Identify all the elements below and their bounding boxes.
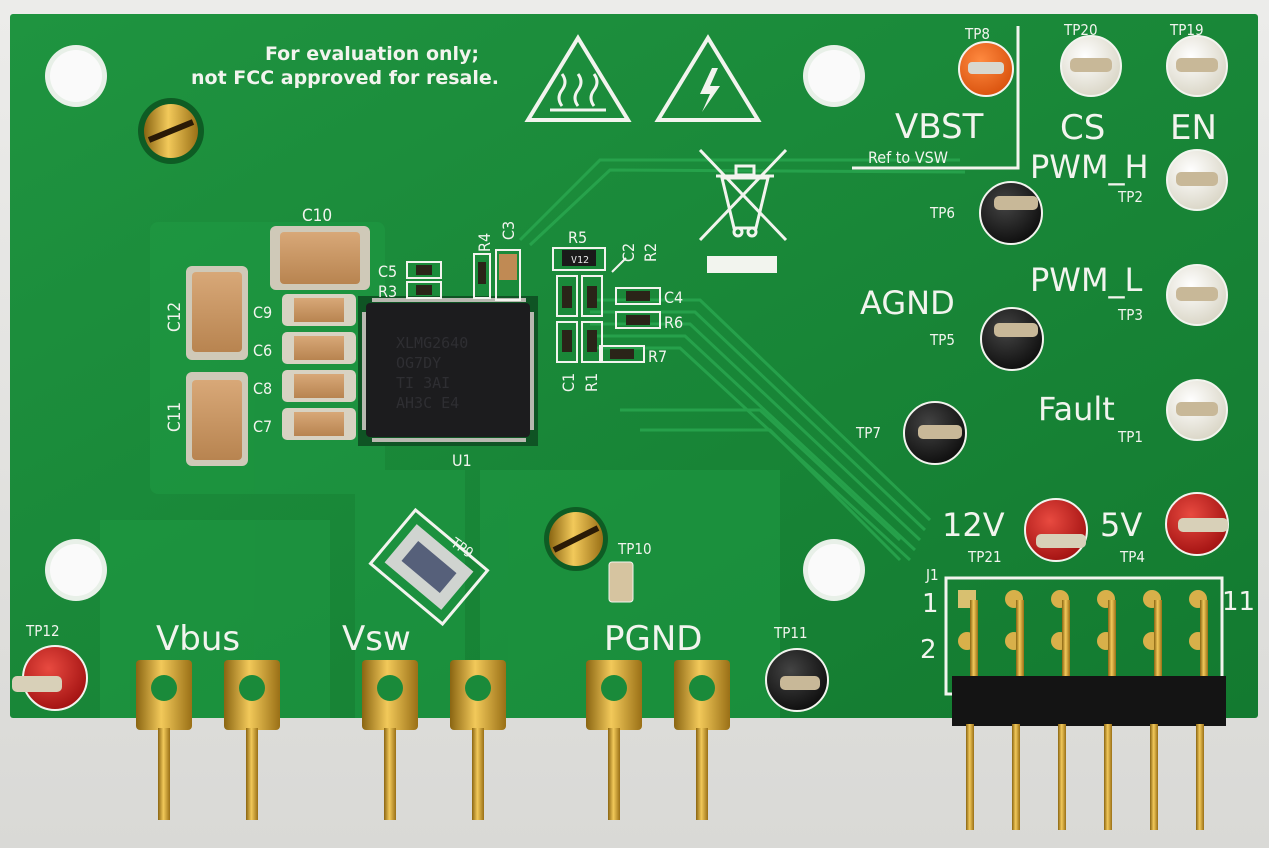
hot-surface-warning-icon xyxy=(524,34,632,122)
label-c2: C2 xyxy=(619,243,638,262)
label-c1: C1 xyxy=(559,373,578,392)
label-c6: C6 xyxy=(253,341,272,360)
capacitor-c6 xyxy=(282,332,356,364)
testpoint-tp5 xyxy=(980,307,1044,371)
capacitor-c9 xyxy=(282,294,356,326)
label-c8: C8 xyxy=(253,379,272,398)
mounting-holes xyxy=(45,45,865,601)
testpoint-tp1 xyxy=(1166,379,1228,441)
chip-marking-line-4: AH3C E4 xyxy=(396,394,459,412)
weee-bar xyxy=(707,256,777,273)
label-pwm-h: PWM_H xyxy=(1030,148,1149,186)
label-fault: Fault xyxy=(1038,390,1115,428)
label-c7: C7 xyxy=(253,417,272,436)
chip-marking-line-2: OG7DY xyxy=(396,354,441,372)
capacitor-c10 xyxy=(270,226,370,290)
label-cs: CS xyxy=(1060,108,1105,148)
label-c12: C12 xyxy=(165,302,185,332)
label-tp8: TP8 xyxy=(964,25,990,43)
label-vbst-ref: Ref to VSW xyxy=(868,148,948,167)
label-j1-pin1: 1 xyxy=(922,589,939,619)
label-tp21: TP21 xyxy=(967,548,1002,566)
label-c4: C4 xyxy=(664,288,683,307)
label-r7: R7 xyxy=(648,347,667,366)
label-vbus: Vbus xyxy=(156,619,240,659)
label-tp10: TP10 xyxy=(617,540,652,558)
label-agnd: AGND xyxy=(860,284,955,322)
label-j1-pin2: 2 xyxy=(920,635,937,665)
r5-marking: V12 xyxy=(571,255,589,266)
capacitor-c7 xyxy=(282,408,356,440)
testpoint-tp3 xyxy=(1166,264,1228,326)
thermal-pad-tp9 xyxy=(368,507,490,627)
label-tp19: TP19 xyxy=(1169,21,1204,39)
label-r5: R5 xyxy=(568,228,587,247)
standoff-screw-mid xyxy=(544,507,608,571)
capacitor-c11 xyxy=(186,372,248,466)
label-r4: R4 xyxy=(475,233,494,252)
label-vsw: Vsw xyxy=(342,619,411,659)
high-voltage-warning-icon xyxy=(654,34,762,122)
label-c11: C11 xyxy=(165,402,185,432)
label-c5: C5 xyxy=(378,262,397,281)
label-j1-pin11: 11 xyxy=(1222,587,1255,617)
label-c10: C10 xyxy=(302,206,332,226)
label-5v: 5V xyxy=(1100,506,1142,544)
label-r6: R6 xyxy=(664,313,683,332)
gan-chip-u1 xyxy=(358,296,538,446)
label-tp12: TP12 xyxy=(25,622,60,640)
testpoint-tp4 xyxy=(1165,492,1229,556)
label-12v: 12V xyxy=(942,506,1005,544)
chip-marking-line-1: XLMG2640 xyxy=(396,334,468,352)
testpoint-tp7 xyxy=(903,401,967,465)
testpoint-tp6 xyxy=(979,181,1043,245)
notice-line-1: For evaluation only; xyxy=(265,43,479,65)
testpoint-tp8 xyxy=(958,41,1014,97)
vbst-outline xyxy=(852,26,1020,170)
label-c3: C3 xyxy=(499,221,518,240)
label-tp2: TP2 xyxy=(1117,188,1143,206)
testpoint-tp21 xyxy=(1024,498,1088,562)
label-tp20: TP20 xyxy=(1063,21,1098,39)
standoff-screw-top xyxy=(138,98,204,164)
testpoint-tp10-pad xyxy=(608,561,634,603)
label-u1: U1 xyxy=(452,451,472,470)
notice-line-2: not FCC approved for resale. xyxy=(191,67,499,89)
label-r2: R2 xyxy=(641,243,660,262)
testpoint-tp20 xyxy=(1060,35,1122,97)
power-terminals xyxy=(136,660,730,820)
label-tp4: TP4 xyxy=(1119,548,1145,566)
label-c9: C9 xyxy=(253,303,272,322)
label-tp6: TP6 xyxy=(929,204,955,222)
testpoint-tp12 xyxy=(12,645,88,711)
testpoint-tp2 xyxy=(1166,149,1228,211)
capacitor-c12 xyxy=(186,266,248,360)
label-j1: J1 xyxy=(925,566,939,584)
label-r1: R1 xyxy=(582,373,601,392)
label-tp5: TP5 xyxy=(929,331,955,349)
label-r3: R3 xyxy=(378,282,397,301)
label-tp1: TP1 xyxy=(1117,428,1143,446)
capacitor-c8 xyxy=(282,370,356,402)
label-pgnd: PGND xyxy=(604,619,702,659)
pin-header-j1 xyxy=(952,590,1226,830)
testpoint-tp11 xyxy=(765,648,829,712)
chip-marking-line-3: TI 3AI xyxy=(396,374,450,392)
label-vbst: VBST xyxy=(895,107,984,147)
label-tp11: TP11 xyxy=(773,624,808,642)
label-pwm-l: PWM_L xyxy=(1030,261,1143,299)
label-tp7: TP7 xyxy=(855,424,881,442)
testpoint-tp19 xyxy=(1166,35,1228,97)
weee-recycle-bin-icon xyxy=(698,148,788,242)
small-passives xyxy=(406,247,661,363)
label-en: EN xyxy=(1170,108,1217,148)
label-tp3: TP3 xyxy=(1117,306,1143,324)
